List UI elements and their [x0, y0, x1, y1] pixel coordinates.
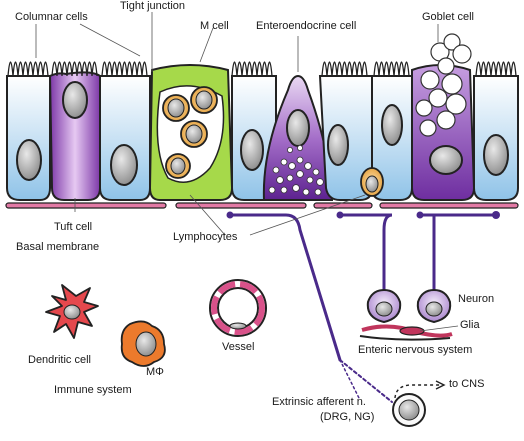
nucleus — [286, 109, 310, 147]
top-leader-lines — [35, 12, 439, 212]
nucleus — [240, 129, 264, 171]
afferent-neuron-body — [392, 393, 426, 427]
intraepithelial-lymphocyte — [360, 167, 384, 197]
label-columnar-cells: Columnar cells — [15, 11, 88, 23]
glia-leader-line — [419, 325, 459, 332]
label-tight-junction: Tight junction — [120, 0, 186, 12]
label-vessel: Vessel — [222, 341, 255, 353]
label-to-cns: to CNS — [449, 378, 485, 390]
nucleus — [327, 124, 349, 166]
microvilli-path — [7, 61, 517, 77]
label-goblet-cell: Goblet cell — [422, 11, 474, 23]
microvilli — [7, 61, 517, 77]
secretory-granules — [268, 144, 324, 196]
nucleus — [110, 144, 138, 186]
dendritic-cell — [45, 284, 99, 339]
nucleus — [381, 104, 403, 146]
extrinsic-afferent-fiber — [228, 213, 393, 403]
label-enteric-nervous-system: Enteric nervous system — [358, 344, 473, 356]
lymphocytes-leader-lines — [189, 194, 366, 236]
nerve-terminals — [226, 211, 500, 219]
label-extrinsic-afferent-sub: (DRG, NG) — [320, 411, 375, 423]
mucus-granules — [415, 33, 472, 137]
enteric-neurons — [366, 288, 452, 324]
label-glia: Glia — [460, 319, 480, 331]
tight-junctions — [49, 80, 475, 90]
label-extrinsic-afferent: Extrinsic afferent n. — [272, 396, 366, 408]
nucleus — [429, 145, 463, 175]
nucleus — [62, 81, 88, 119]
label-enteroendocrine-cell: Enteroendocrine cell — [256, 20, 357, 32]
enteric-nerve-fibers — [338, 213, 498, 292]
label-tuft-cell: Tuft cell — [54, 221, 93, 233]
label-lymphocytes: Lymphocytes — [173, 231, 238, 243]
label-basal-membrane: Basal membrane — [16, 241, 100, 253]
label-immune-system: Immune system — [54, 384, 132, 396]
vessel — [209, 279, 267, 337]
label-dendritic-cell: Dendritic cell — [28, 354, 91, 366]
glia — [359, 324, 453, 341]
nucleus — [16, 139, 42, 181]
label-neuron: Neuron — [458, 293, 495, 305]
m-cell-lymphocytes — [162, 86, 218, 179]
columnar-cell — [6, 75, 51, 201]
macrophage — [120, 320, 166, 367]
epithelium — [6, 33, 519, 201]
nucleus — [483, 134, 509, 176]
to-cns-arrow — [394, 380, 446, 399]
label-macrophage: MΦ — [146, 366, 164, 378]
basal-membrane — [5, 202, 519, 209]
label-m-cell: M cell — [200, 20, 229, 32]
